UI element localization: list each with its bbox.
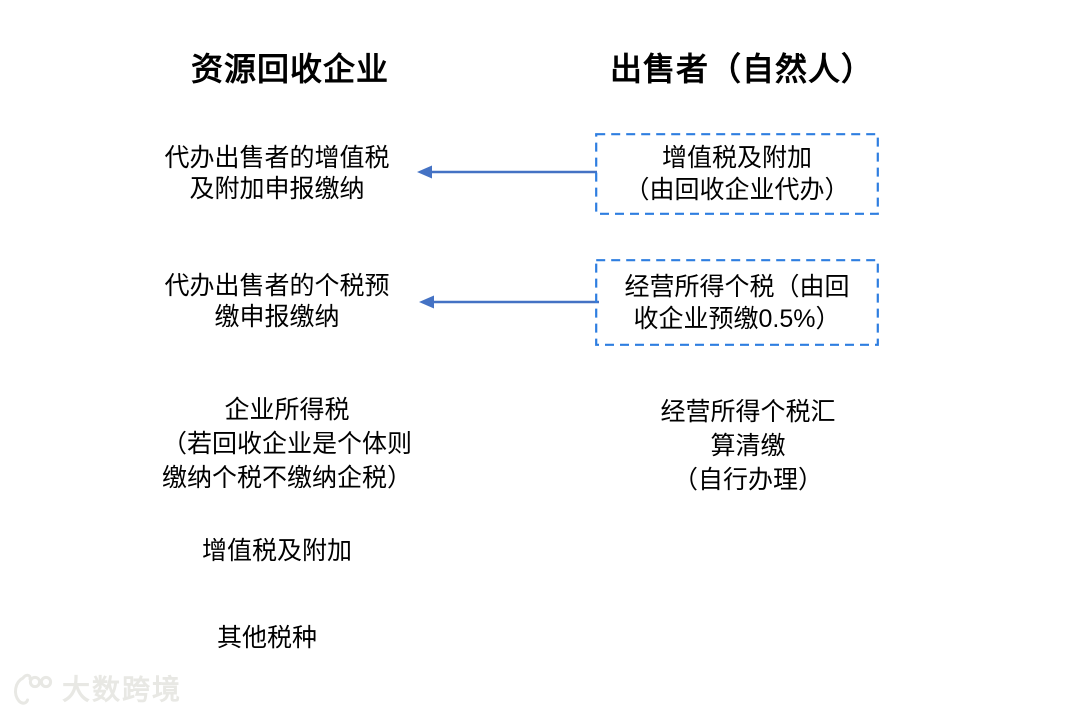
text-line: 及附加申报缴纳 — [189, 175, 365, 203]
watermark: 大数跨境 — [10, 671, 182, 709]
watermark-brand-text: 大数跨境 — [62, 674, 183, 705]
text-line: 代办出售者的增值税 — [164, 144, 390, 172]
recycling-vat-filing-text: 代办出售者的增值税 及附加申报缴纳 — [117, 143, 437, 205]
text-line: 缴纳个税不缴纳企税） — [161, 464, 412, 492]
text-line: 代办出售者的个税预 — [164, 272, 390, 300]
recycling-corporate-tax-text: 企业所得税 （若回收企业是个体则 缴纳个税不缴纳企税） — [127, 393, 447, 495]
text-line: 收企业预缴0.5%） — [633, 304, 841, 333]
header-recycling-enterprise: 资源回收企业 — [190, 51, 389, 87]
box-text: 经营所得个税（由回 收企业预缴0.5%） — [624, 271, 849, 335]
recycling-vat-surcharge-text: 增值税及附加 — [117, 536, 437, 567]
header-seller-natural-person: 出售者（自然人） — [609, 51, 874, 87]
recycling-prepay-tax-text: 代办出售者的个税预 缴申报缴纳 — [117, 271, 437, 333]
k100-logo-icon — [14, 673, 53, 705]
text-line: 经营所得个税汇 — [660, 398, 836, 426]
text-line: 算清缴 — [710, 432, 786, 460]
text-line: （自行办理） — [672, 466, 823, 494]
text-line: （若回收企业是个体则 — [161, 430, 412, 458]
seller-annual-settlement-text: 经营所得个税汇 算清缴 （自行办理） — [588, 395, 908, 497]
seller-vat-box: 增值税及附加 （由回收企业代办） — [595, 133, 879, 215]
text-line: 缴申报缴纳 — [214, 303, 340, 331]
text-line: 其他税种 — [216, 624, 317, 652]
text-line: （由回收企业代办） — [624, 176, 850, 204]
box-text: 增值税及附加 （由回收企业代办） — [624, 142, 849, 206]
text-line: 企业所得税 — [224, 396, 350, 424]
text-line: 增值税及附加 — [201, 537, 352, 565]
recycling-other-taxes-text: 其他税种 — [107, 623, 427, 654]
text-line: 经营所得个税（由回 — [624, 272, 850, 301]
arrow-left-icon — [419, 295, 599, 309]
seller-business-income-tax-box: 经营所得个税（由回 收企业预缴0.5%） — [595, 259, 879, 346]
arrow-left-icon — [417, 165, 597, 179]
text-line: 增值税及附加 — [661, 144, 812, 172]
